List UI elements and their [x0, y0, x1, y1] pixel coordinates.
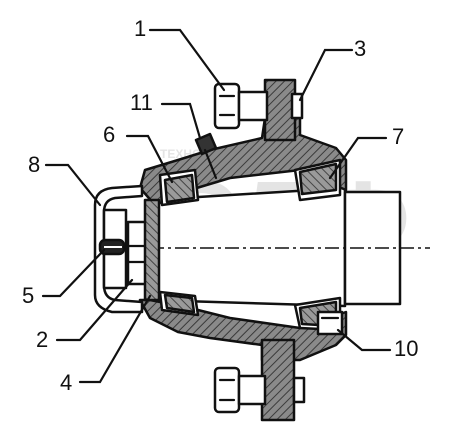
axle-shaft — [100, 186, 430, 308]
leader-lines — [41, 28, 392, 384]
callouts: 1 3 11 6 7 8 5 2 4 10 — [22, 16, 418, 395]
hub-nut — [126, 198, 161, 302]
leader-6 — [125, 134, 174, 184]
callout-7: 7 — [392, 124, 404, 149]
leader-1 — [298, 48, 354, 102]
hub-seal — [316, 310, 344, 336]
callout-5: 5 — [22, 283, 34, 308]
callout-8: 8 — [28, 152, 40, 177]
callout-2: 2 — [36, 327, 48, 352]
leader-8 — [44, 163, 102, 207]
leader-10 — [336, 328, 392, 352]
cotter-pin — [98, 238, 126, 256]
wheel-bolt-top — [213, 82, 304, 130]
leader-5 — [41, 248, 106, 298]
leader-2 — [55, 278, 134, 342]
callout-4: 4 — [60, 370, 72, 395]
callout-1: 3 — [354, 36, 366, 61]
callout-3: 1 — [134, 16, 146, 41]
callout-11: 11 — [130, 90, 153, 115]
wheel-bolt-bottom — [213, 366, 306, 414]
callout-10: 10 — [394, 336, 418, 361]
leader-11 — [160, 102, 202, 140]
leader-7 — [328, 136, 388, 180]
leader-3 — [148, 28, 226, 92]
callout-6: 6 — [103, 122, 115, 147]
grease-nipple — [194, 132, 218, 180]
leader-4 — [78, 294, 152, 384]
